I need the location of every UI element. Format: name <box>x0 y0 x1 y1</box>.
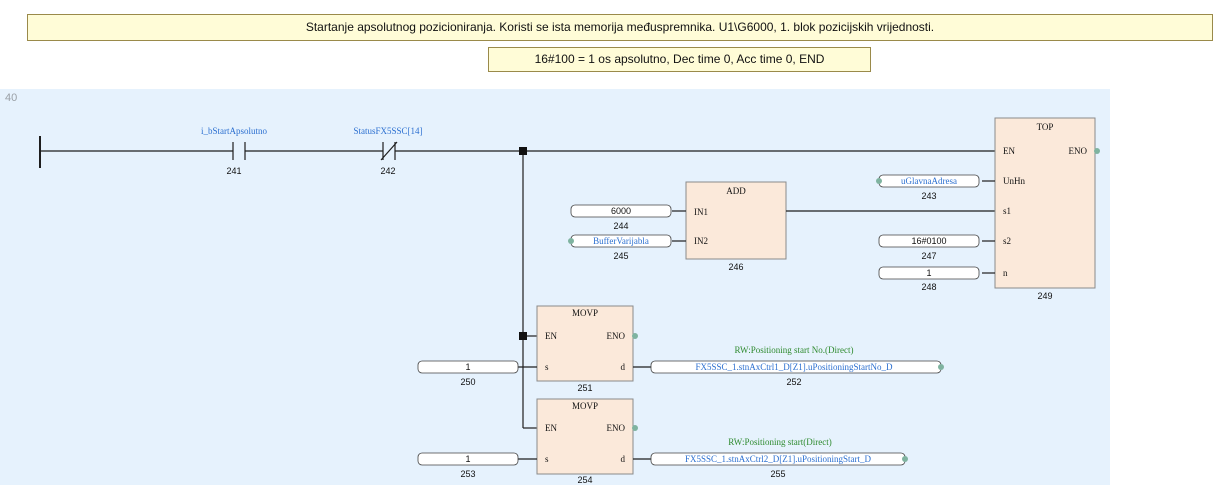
operand-box[interactable] <box>417 360 519 374</box>
operand-value[interactable]: 16#0100 <box>911 236 946 246</box>
pin-label: s <box>545 362 549 372</box>
element-id: 243 <box>921 191 936 201</box>
link-dot <box>568 238 574 244</box>
block-name: ADD <box>726 186 746 196</box>
output-dot <box>632 425 638 431</box>
contact-nc[interactable] <box>380 141 398 161</box>
contact-no[interactable] <box>232 142 246 160</box>
contact-variable[interactable]: StatusFX5SSC[14] <box>353 126 422 136</box>
pin-label: d <box>621 454 626 464</box>
pin-label: n <box>1003 268 1008 278</box>
operand-variable[interactable]: FX5SSC_1.stnAxCtrl2_D[Z1].uPositioningSt… <box>685 454 872 464</box>
link-dot <box>902 456 908 462</box>
pin-label: EN <box>545 331 557 341</box>
element-id: 247 <box>921 251 936 261</box>
operand-box[interactable] <box>570 204 672 218</box>
output-dot <box>632 333 638 339</box>
pin-label: EN <box>1003 146 1015 156</box>
device-comment: RW:Positioning start No.(Direct) <box>735 345 854 355</box>
link-dot <box>876 178 882 184</box>
operand-box[interactable] <box>878 266 980 280</box>
element-id: 249 <box>1037 291 1052 301</box>
element-id: 255 <box>770 469 785 479</box>
block-name: MOVP <box>572 308 598 318</box>
junction-dot <box>519 147 527 155</box>
operand-variable[interactable]: FX5SSC_1.stnAxCtrl1_D[Z1].uPositioningSt… <box>695 362 893 372</box>
pin-label: ENO <box>1069 146 1088 156</box>
movp-block[interactable] <box>536 305 634 382</box>
rung-number: 40 <box>5 92 18 104</box>
element-id: 241 <box>226 166 241 176</box>
contact-variable[interactable]: i_bStartApsolutno <box>201 126 268 136</box>
rung-comment: Startanje apsolutnog pozicioniranja. Kor… <box>27 14 1213 41</box>
pin-label: ENO <box>607 423 626 433</box>
pin-label: s1 <box>1003 206 1011 216</box>
element-id: 253 <box>460 469 475 479</box>
operand-value[interactable]: 1 <box>465 362 470 372</box>
movp-block[interactable] <box>536 398 634 475</box>
operand-variable[interactable]: uGlavnaAdresa <box>901 176 957 186</box>
junction-dot <box>519 332 527 340</box>
operand-variable[interactable]: BufferVarijabla <box>593 236 649 246</box>
element-id: 251 <box>577 383 592 393</box>
element-id: 252 <box>786 377 801 387</box>
link-dot <box>938 364 944 370</box>
operand-box[interactable] <box>878 234 980 248</box>
operand-box[interactable] <box>417 452 519 466</box>
output-dot <box>1094 148 1100 154</box>
pin-label: IN1 <box>694 207 708 217</box>
element-id: 242 <box>380 166 395 176</box>
rung-subcomment: 16#100 = 1 os apsolutno, Dec time 0, Acc… <box>488 47 871 72</box>
element-id: 248 <box>921 282 936 292</box>
element-id: 254 <box>577 475 592 485</box>
pin-label: UnHn <box>1003 176 1025 186</box>
operand-value[interactable]: 1 <box>926 268 931 278</box>
pin-label: EN <box>545 423 557 433</box>
pin-label: ENO <box>607 331 626 341</box>
operand-value[interactable]: 1 <box>465 454 470 464</box>
element-id: 250 <box>460 377 475 387</box>
device-comment: RW:Positioning start(Direct) <box>728 437 831 447</box>
element-id: 246 <box>728 262 743 272</box>
add-block[interactable] <box>685 181 787 260</box>
block-name: TOP <box>1037 122 1054 132</box>
element-id: 244 <box>613 221 628 231</box>
pin-label: s2 <box>1003 236 1011 246</box>
pin-label: s <box>545 454 549 464</box>
pin-label: IN2 <box>694 236 708 246</box>
element-id: 245 <box>613 251 628 261</box>
operand-value[interactable]: 6000 <box>611 206 631 216</box>
block-name: MOVP <box>572 401 598 411</box>
top-block[interactable] <box>994 117 1096 289</box>
pin-label: d <box>621 362 626 372</box>
